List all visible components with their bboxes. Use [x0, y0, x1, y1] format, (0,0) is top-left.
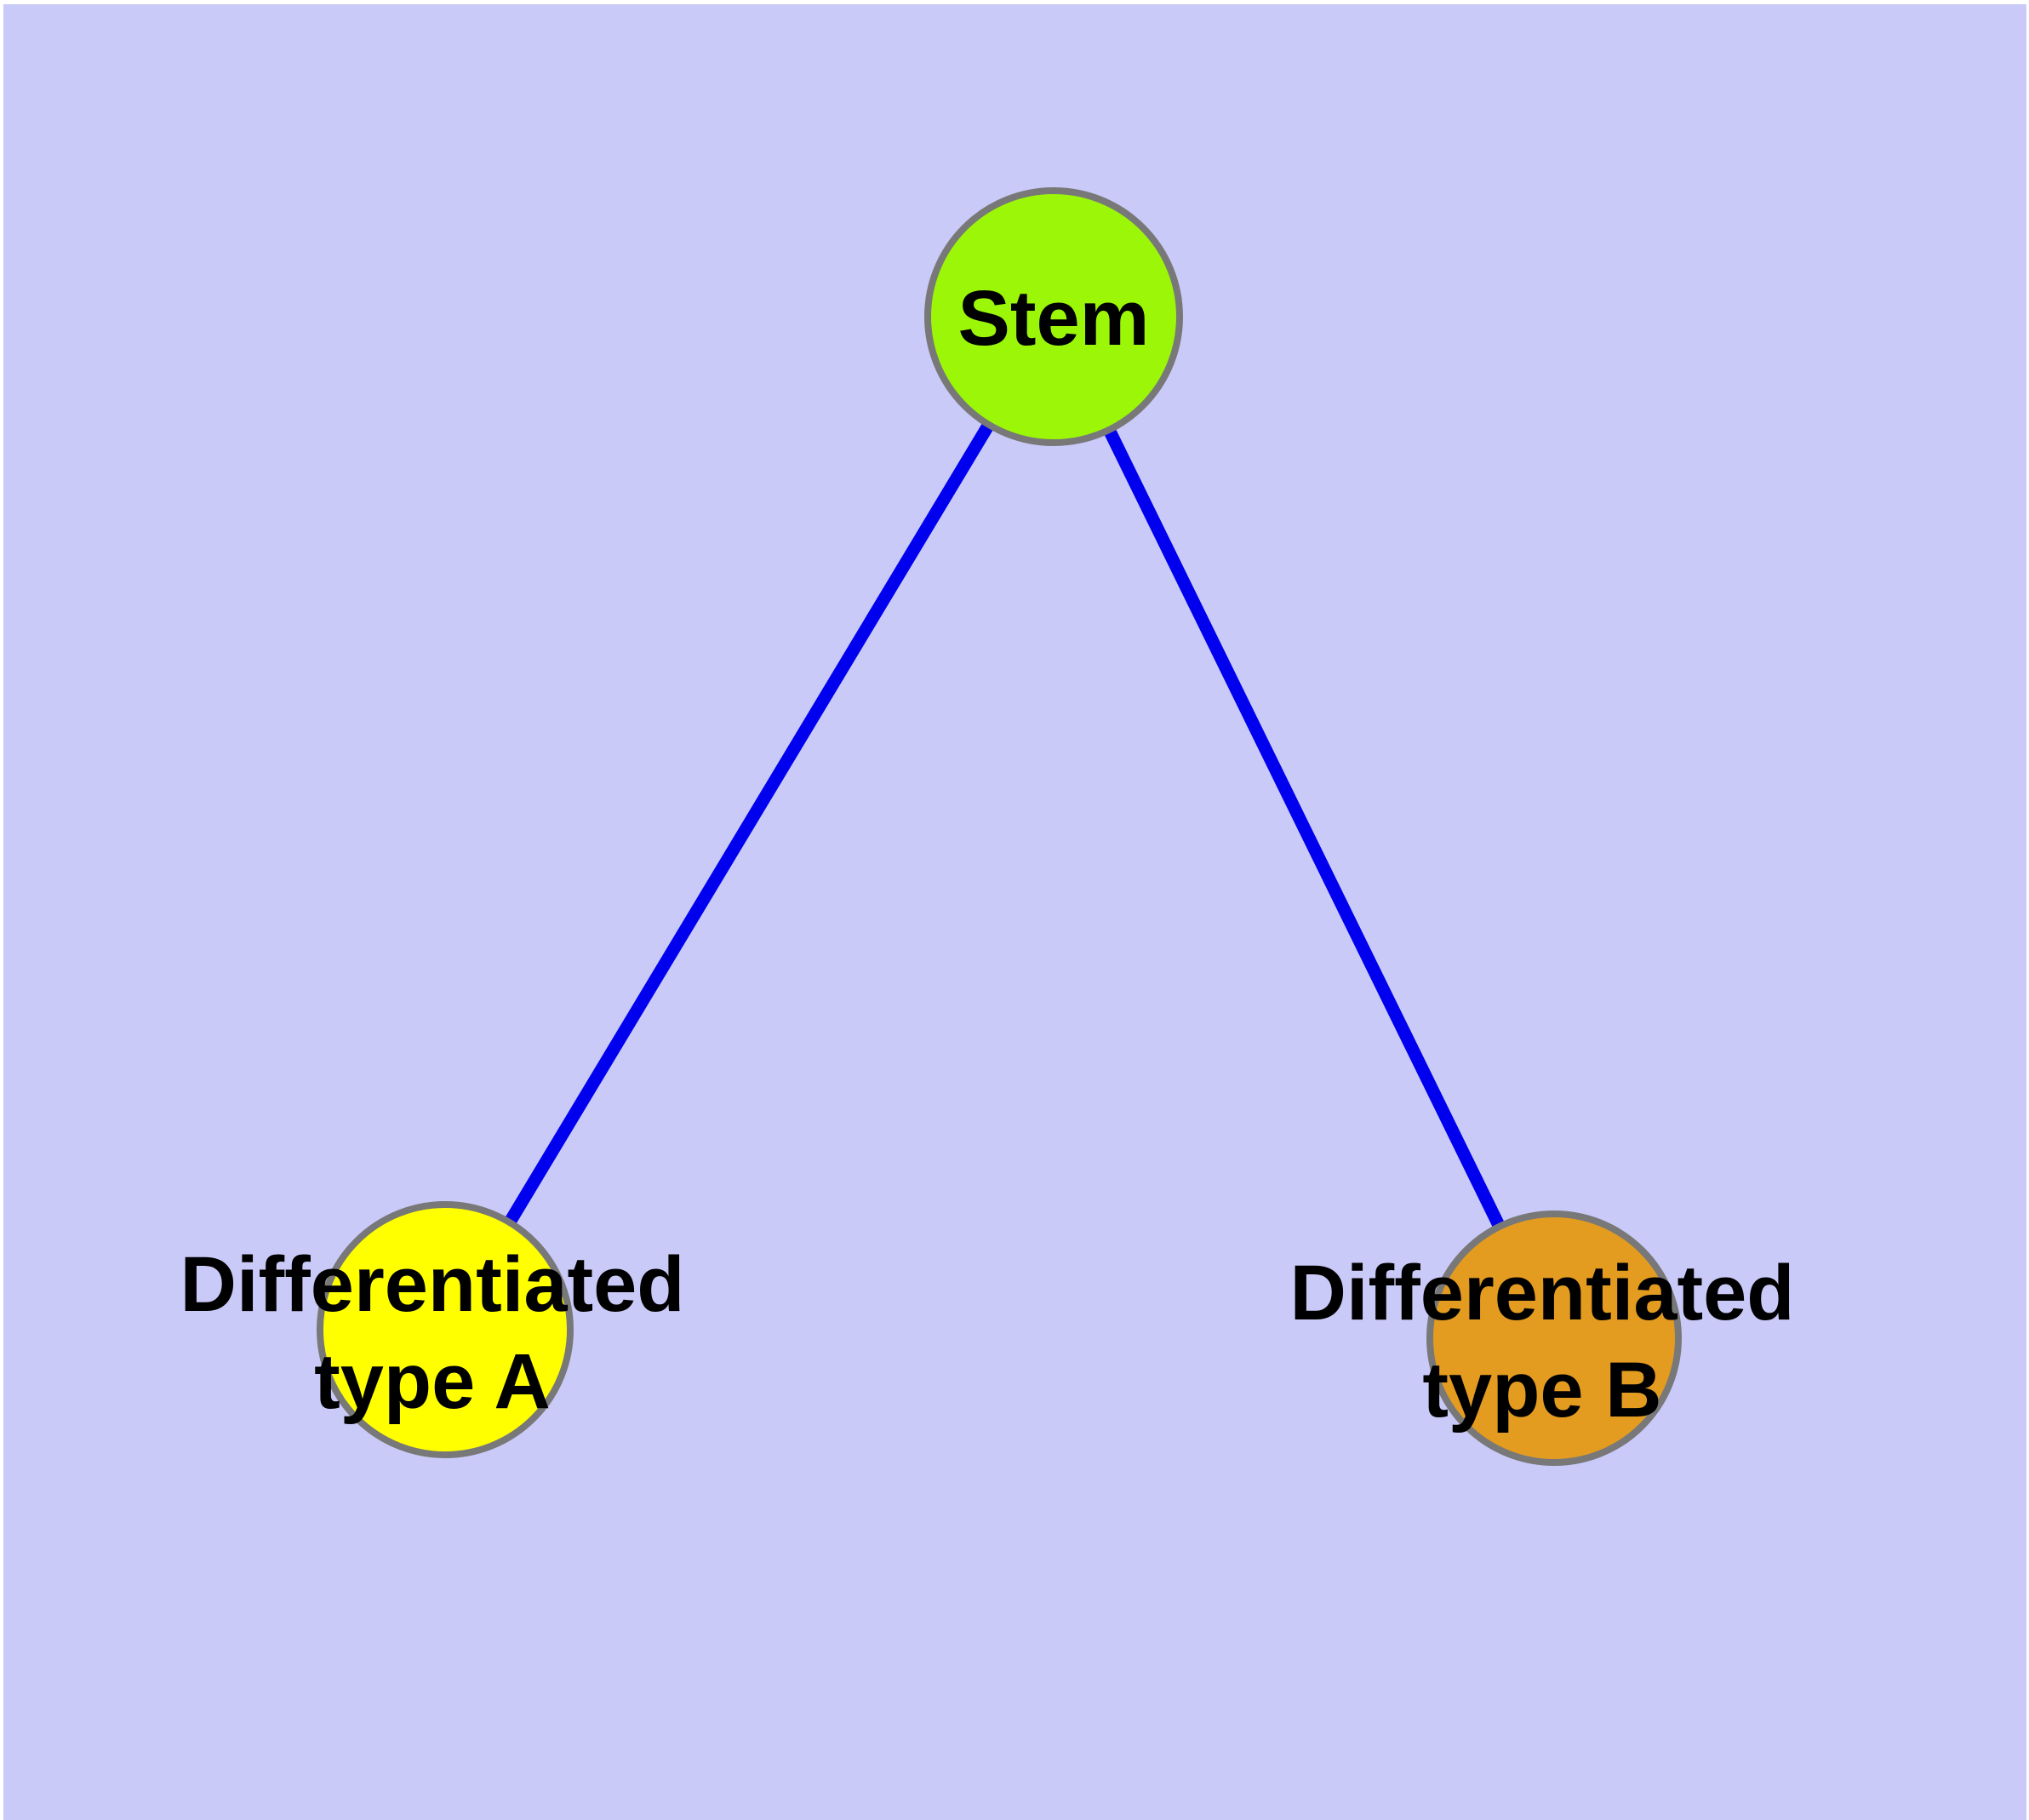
node-stem — [924, 187, 1183, 446]
node-label-stem-text: Stem — [957, 275, 1150, 362]
node-label-stem: Stem — [958, 270, 1150, 367]
node-differentiated-type-a — [317, 1201, 574, 1458]
node-label-differentiated-type-b: Differentiated type B — [1290, 1245, 1795, 1439]
node-label-type-b-line1: Differentiated — [1289, 1250, 1795, 1336]
node-differentiated-type-b — [1426, 1210, 1682, 1466]
edge-stem-to-type-b — [1048, 313, 1560, 1342]
node-label-differentiated-type-a: Differentiated type A — [180, 1236, 685, 1430]
node-label-type-a-line1: Differentiated — [180, 1241, 685, 1328]
node-label-type-b-line2: type B — [1422, 1347, 1662, 1434]
node-label-type-a-line2: type A — [314, 1338, 551, 1425]
edge-stem-to-type-a — [439, 313, 1060, 1333]
